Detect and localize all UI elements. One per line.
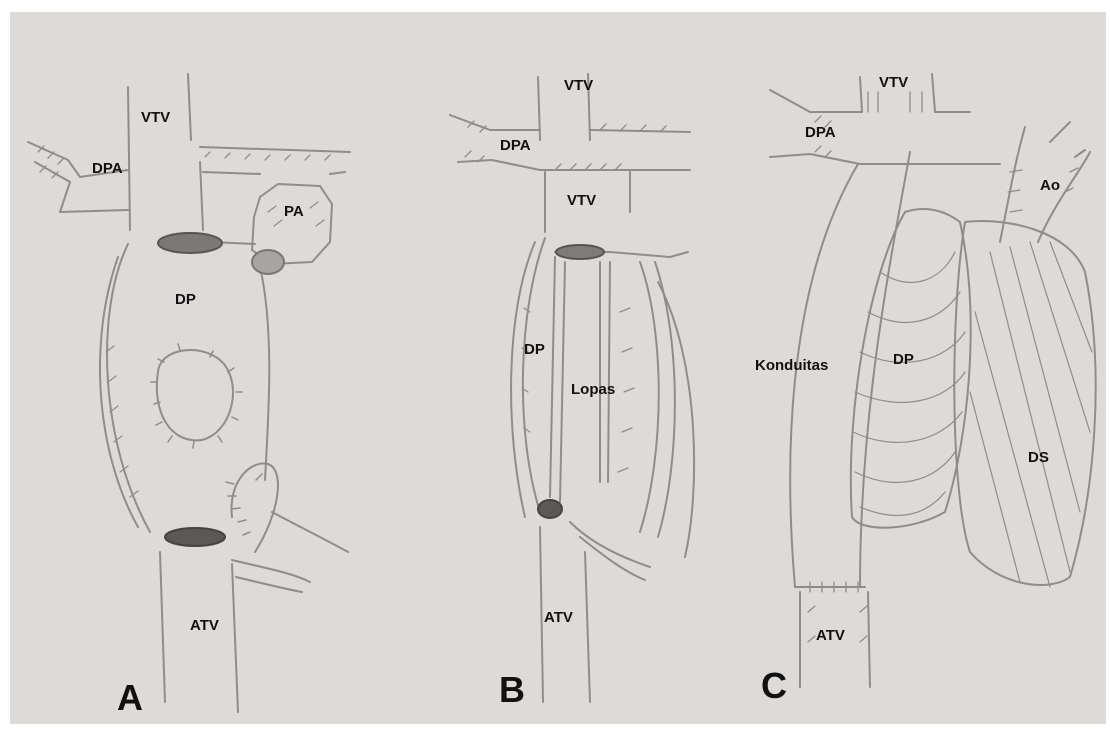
panel-b-label-dpa: DPA bbox=[500, 137, 531, 154]
panel-a-letter: A bbox=[117, 677, 143, 718]
panel-c-conduit-left-wall bbox=[790, 164, 858, 587]
panel-c-pa-upper-wall bbox=[770, 90, 970, 112]
panel-b-baffle-right bbox=[600, 262, 610, 482]
panel-a-svc-orifice-shade bbox=[158, 233, 222, 253]
panel-a-ivc-orifice-shade bbox=[165, 528, 225, 546]
panel-a-label-dpa: DPA bbox=[92, 160, 123, 177]
panel-c-label-vtv: VTV bbox=[879, 74, 908, 91]
panel-b-baffle-left bbox=[550, 257, 565, 502]
panel-a-drawing bbox=[28, 74, 350, 712]
panel-b-label-dp: DP bbox=[524, 341, 545, 358]
panel-a-label-vtv: VTV bbox=[141, 109, 170, 126]
panel-a-lpa-lower-wall bbox=[203, 172, 345, 174]
panel-c-label-atv: ATV bbox=[816, 627, 845, 644]
panel-b-pa-upper-wall bbox=[450, 115, 690, 132]
panel-b-letter: B bbox=[499, 669, 525, 710]
panel-a-label-dp: DP bbox=[175, 291, 196, 308]
panel-a-ra-left-wall bbox=[107, 244, 150, 532]
panel-c-letter: C bbox=[761, 665, 787, 706]
panel-a-hatching bbox=[38, 146, 330, 497]
panel-a-lpa-upper-wall bbox=[200, 147, 350, 152]
panel-b-svc-orifice-shade bbox=[556, 245, 604, 259]
panel-a-ra-outer-wall bbox=[100, 257, 138, 527]
drawing-paper: VTV DPA PA DP ATV A VTV DPA VTV DP Lopas… bbox=[10, 12, 1106, 724]
panel-c-label-ao: Ao bbox=[1040, 177, 1060, 194]
panel-c-drawing bbox=[770, 74, 1096, 687]
panel-b-label-atv: ATV bbox=[544, 609, 573, 626]
panel-b-ivc-orifice-shade bbox=[538, 500, 562, 518]
panel-a-ra-right-wall bbox=[260, 267, 269, 480]
panel-c-label-dpa: DPA bbox=[805, 124, 836, 141]
panel-a-svc-left-wall bbox=[128, 87, 130, 230]
panel-c-label-konduitas: Konduitas bbox=[755, 357, 828, 374]
panel-b-label-vtv-mid: VTV bbox=[567, 192, 596, 209]
panel-c-pa-lower-wall bbox=[770, 154, 1000, 164]
panel-b-label-vtv-top: VTV bbox=[564, 77, 593, 94]
surgical-sketch: VTV DPA PA DP ATV A VTV DPA VTV DP Lopas… bbox=[10, 12, 1106, 724]
panel-a-lower-branch bbox=[272, 512, 348, 552]
panel-a-asd-patch bbox=[157, 350, 233, 440]
panel-b-label-lopas: Lopas bbox=[571, 381, 615, 398]
panel-b-ivc-branch bbox=[570, 522, 650, 580]
panel-a-ivc-left-wall bbox=[160, 552, 165, 702]
panel-b-pa-lower-wall bbox=[458, 160, 690, 170]
panel-c-lv-shading bbox=[970, 242, 1092, 587]
panel-a-svc-right-wall bbox=[188, 74, 203, 230]
panel-a-ivc-right-wall bbox=[232, 564, 238, 712]
panel-c-left-ventricle bbox=[954, 221, 1095, 585]
panel-c-aorta-tops bbox=[1050, 122, 1085, 157]
panel-a-label-pa: PA bbox=[284, 203, 304, 220]
panel-c-rv-shading bbox=[853, 252, 965, 515]
panel-c-label-ds: DS bbox=[1028, 449, 1049, 466]
panel-a-pa-shade bbox=[252, 250, 284, 274]
panel-c-hatching bbox=[808, 92, 1078, 642]
panel-a-ivc-branch bbox=[232, 560, 310, 592]
panel-c-label-dp: DP bbox=[893, 351, 914, 368]
panel-b-hatching bbox=[465, 121, 666, 472]
panel-b-ra-inner-wall bbox=[523, 238, 545, 512]
panel-b-right-wall-1 bbox=[640, 262, 659, 532]
panel-a-label-atv: ATV bbox=[190, 617, 219, 634]
